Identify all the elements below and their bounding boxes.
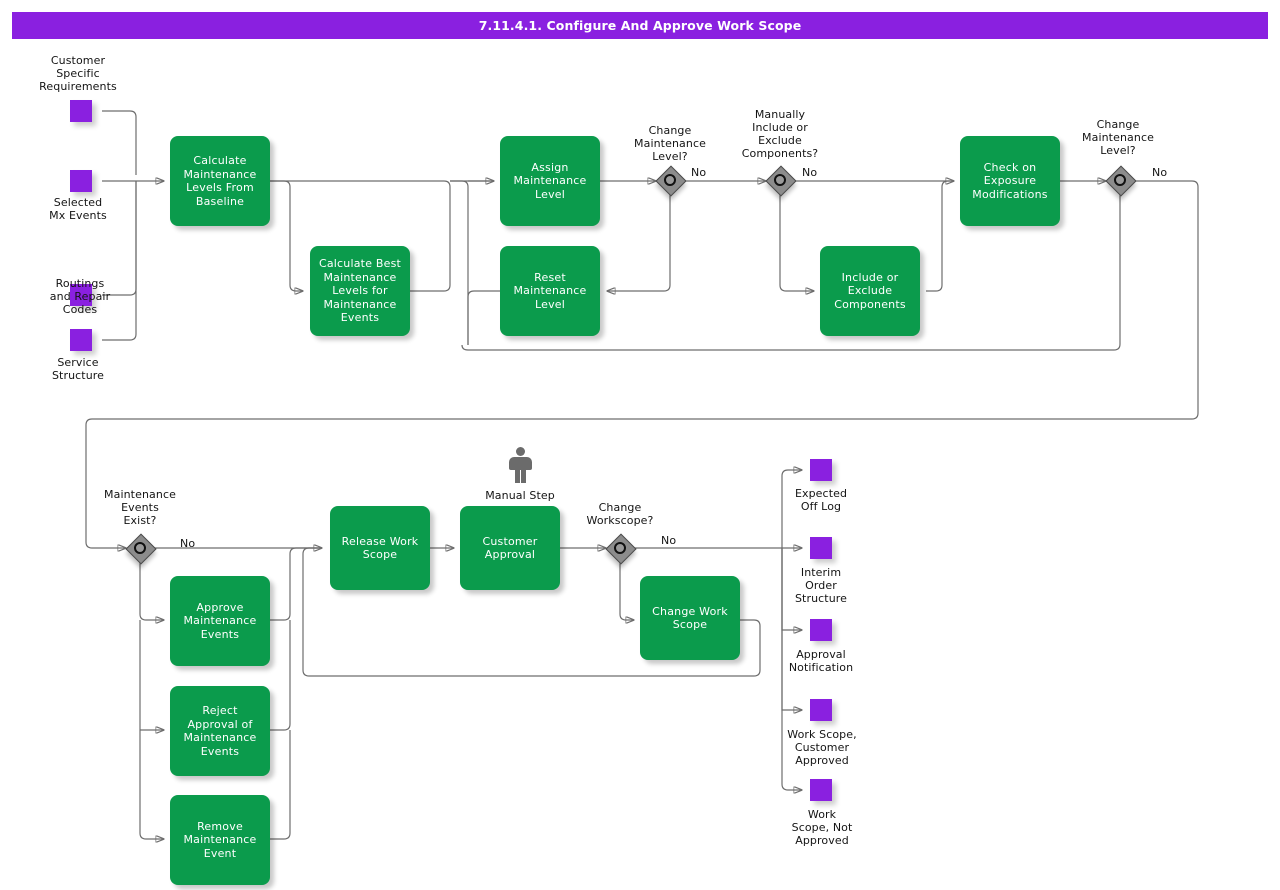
output-label-work-scope-customer-approved: Work Scope, Customer Approved	[787, 728, 857, 767]
gateway-maintenance-events-exist[interactable]	[125, 533, 157, 565]
manual-step-label: Manual Step	[485, 489, 555, 502]
branch-label-no-5: No	[661, 534, 677, 547]
process-include-or-exclude-components[interactable]: Include or Exclude Components	[820, 246, 920, 336]
input-label-service-structure: Service Structure	[51, 356, 105, 382]
page-title: 7.11.4.1. Configure And Approve Work Sco…	[478, 18, 802, 33]
branch-label-no-4: No	[180, 537, 196, 550]
input-selected-mx-events[interactable]	[70, 170, 92, 192]
input-label-selected-mx-events: Selected Mx Events	[49, 196, 107, 222]
gateway-label-change-maintenance-level-2: Change Maintenance Level?	[1082, 118, 1154, 157]
gateway-change-workscope[interactable]	[605, 533, 637, 565]
gateway-label-change-maintenance-level-1: Change Maintenance Level?	[634, 124, 706, 163]
process-approve-maintenance-events[interactable]: Approve Maintenance Events	[170, 576, 270, 666]
gateway-change-maintenance-level-2[interactable]	[1105, 165, 1137, 197]
diagram-title-bar: 7.11.4.1. Configure And Approve Work Sco…	[12, 12, 1268, 39]
output-work-scope-customer-approved[interactable]	[810, 699, 832, 721]
gateway-ring-icon	[774, 174, 786, 186]
input-label-customer-specific-requirements: Customer Specific Requirements	[39, 54, 117, 93]
output-label-approval-notification: Approval Notification	[788, 648, 854, 674]
input-routings-and-repair-codes[interactable]	[70, 284, 92, 306]
manual-step-person-icon	[506, 447, 534, 483]
process-remove-maintenance-event[interactable]: Remove Maintenance Event	[170, 795, 270, 885]
input-customer-specific-requirements[interactable]	[70, 100, 92, 122]
branch-label-no-2: No	[802, 166, 818, 179]
gateway-ring-icon	[134, 542, 146, 554]
process-check-on-exposure-modifications[interactable]: Check on Exposure Modifications	[960, 136, 1060, 226]
input-service-structure[interactable]	[70, 329, 92, 351]
output-expected-off-log[interactable]	[810, 459, 832, 481]
output-label-interim-order-structure: Interim Order Structure	[794, 566, 848, 605]
process-reject-approval-of-maintenance-events[interactable]: Reject Approval of Maintenance Events	[170, 686, 270, 776]
input-label-routings-and-repair-codes: Routings and Repair Codes	[49, 277, 111, 316]
gateway-ring-icon	[614, 542, 626, 554]
person-right-leg	[521, 469, 526, 483]
process-customer-approval[interactable]: Customer Approval	[460, 506, 560, 590]
person-left-leg	[515, 469, 520, 483]
output-label-work-scope-not-approved: Work Scope, Not Approved	[791, 808, 853, 847]
process-reset-maintenance-level[interactable]: Reset Maintenance Level	[500, 246, 600, 336]
gateway-label-maintenance-events-exist: Maintenance Events Exist?	[104, 488, 176, 527]
gateway-ring-icon	[664, 174, 676, 186]
branch-label-no-1: No	[691, 166, 707, 179]
process-change-work-scope[interactable]: Change Work Scope	[640, 576, 740, 660]
process-calculate-maintenance-levels-from-baseline[interactable]: Calculate Maintenance Levels From Baseli…	[170, 136, 270, 226]
branch-label-no-3: No	[1152, 166, 1168, 179]
gateway-label-change-workscope: Change Workscope?	[586, 501, 654, 527]
output-approval-notification[interactable]	[810, 619, 832, 641]
process-release-work-scope[interactable]: Release Work Scope	[330, 506, 430, 590]
output-interim-order-structure[interactable]	[810, 537, 832, 559]
process-calculate-best-maintenance-levels-for-maintenance-events[interactable]: Calculate Best Maintenance Levels for Ma…	[310, 246, 410, 336]
output-work-scope-not-approved[interactable]	[810, 779, 832, 801]
output-label-expected-off-log: Expected Off Log	[794, 487, 848, 513]
gateway-change-maintenance-level-1[interactable]	[655, 165, 687, 197]
person-head	[516, 447, 525, 456]
gateway-ring-icon	[1114, 174, 1126, 186]
gateway-manually-include-or-exclude-components[interactable]	[765, 165, 797, 197]
process-assign-maintenance-level[interactable]: Assign Maintenance Level	[500, 136, 600, 226]
person-torso	[509, 457, 532, 470]
gateway-label-manually-include-or-exclude-components: Manually Include or Exclude Components?	[741, 108, 819, 160]
